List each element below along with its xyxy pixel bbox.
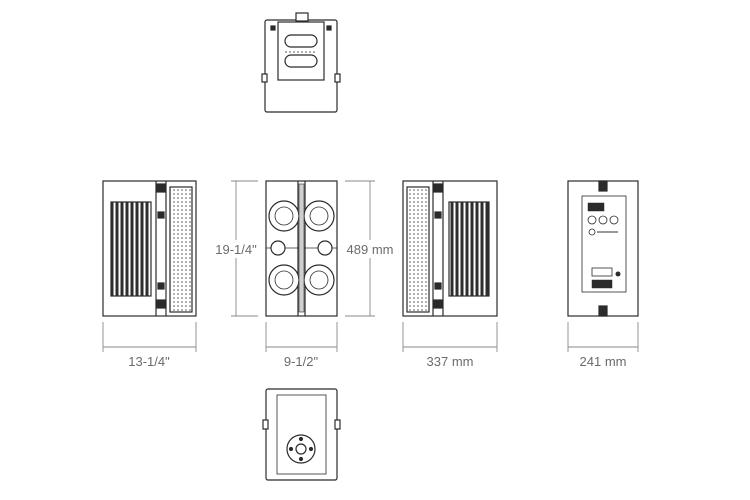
rear-view <box>567 180 639 317</box>
width-inches-label: 9-1/2" <box>284 354 319 369</box>
width-mm-label: 241 mm <box>580 354 627 369</box>
depth-mm-label: 337 mm <box>427 354 474 369</box>
top-view <box>261 12 341 113</box>
bottom-view <box>262 388 341 481</box>
side-view-left <box>102 180 197 317</box>
depth-inches-label: 13-1/4" <box>128 354 170 369</box>
height-inches-label: 19-1/4" <box>215 242 257 257</box>
label-bg-height-in <box>214 240 258 258</box>
side-view-right <box>402 180 498 317</box>
front-view <box>265 180 338 317</box>
label-bg-height-mm <box>345 240 397 258</box>
dimension-lines <box>102 180 639 352</box>
height-mm-label: 489 mm <box>347 242 394 257</box>
